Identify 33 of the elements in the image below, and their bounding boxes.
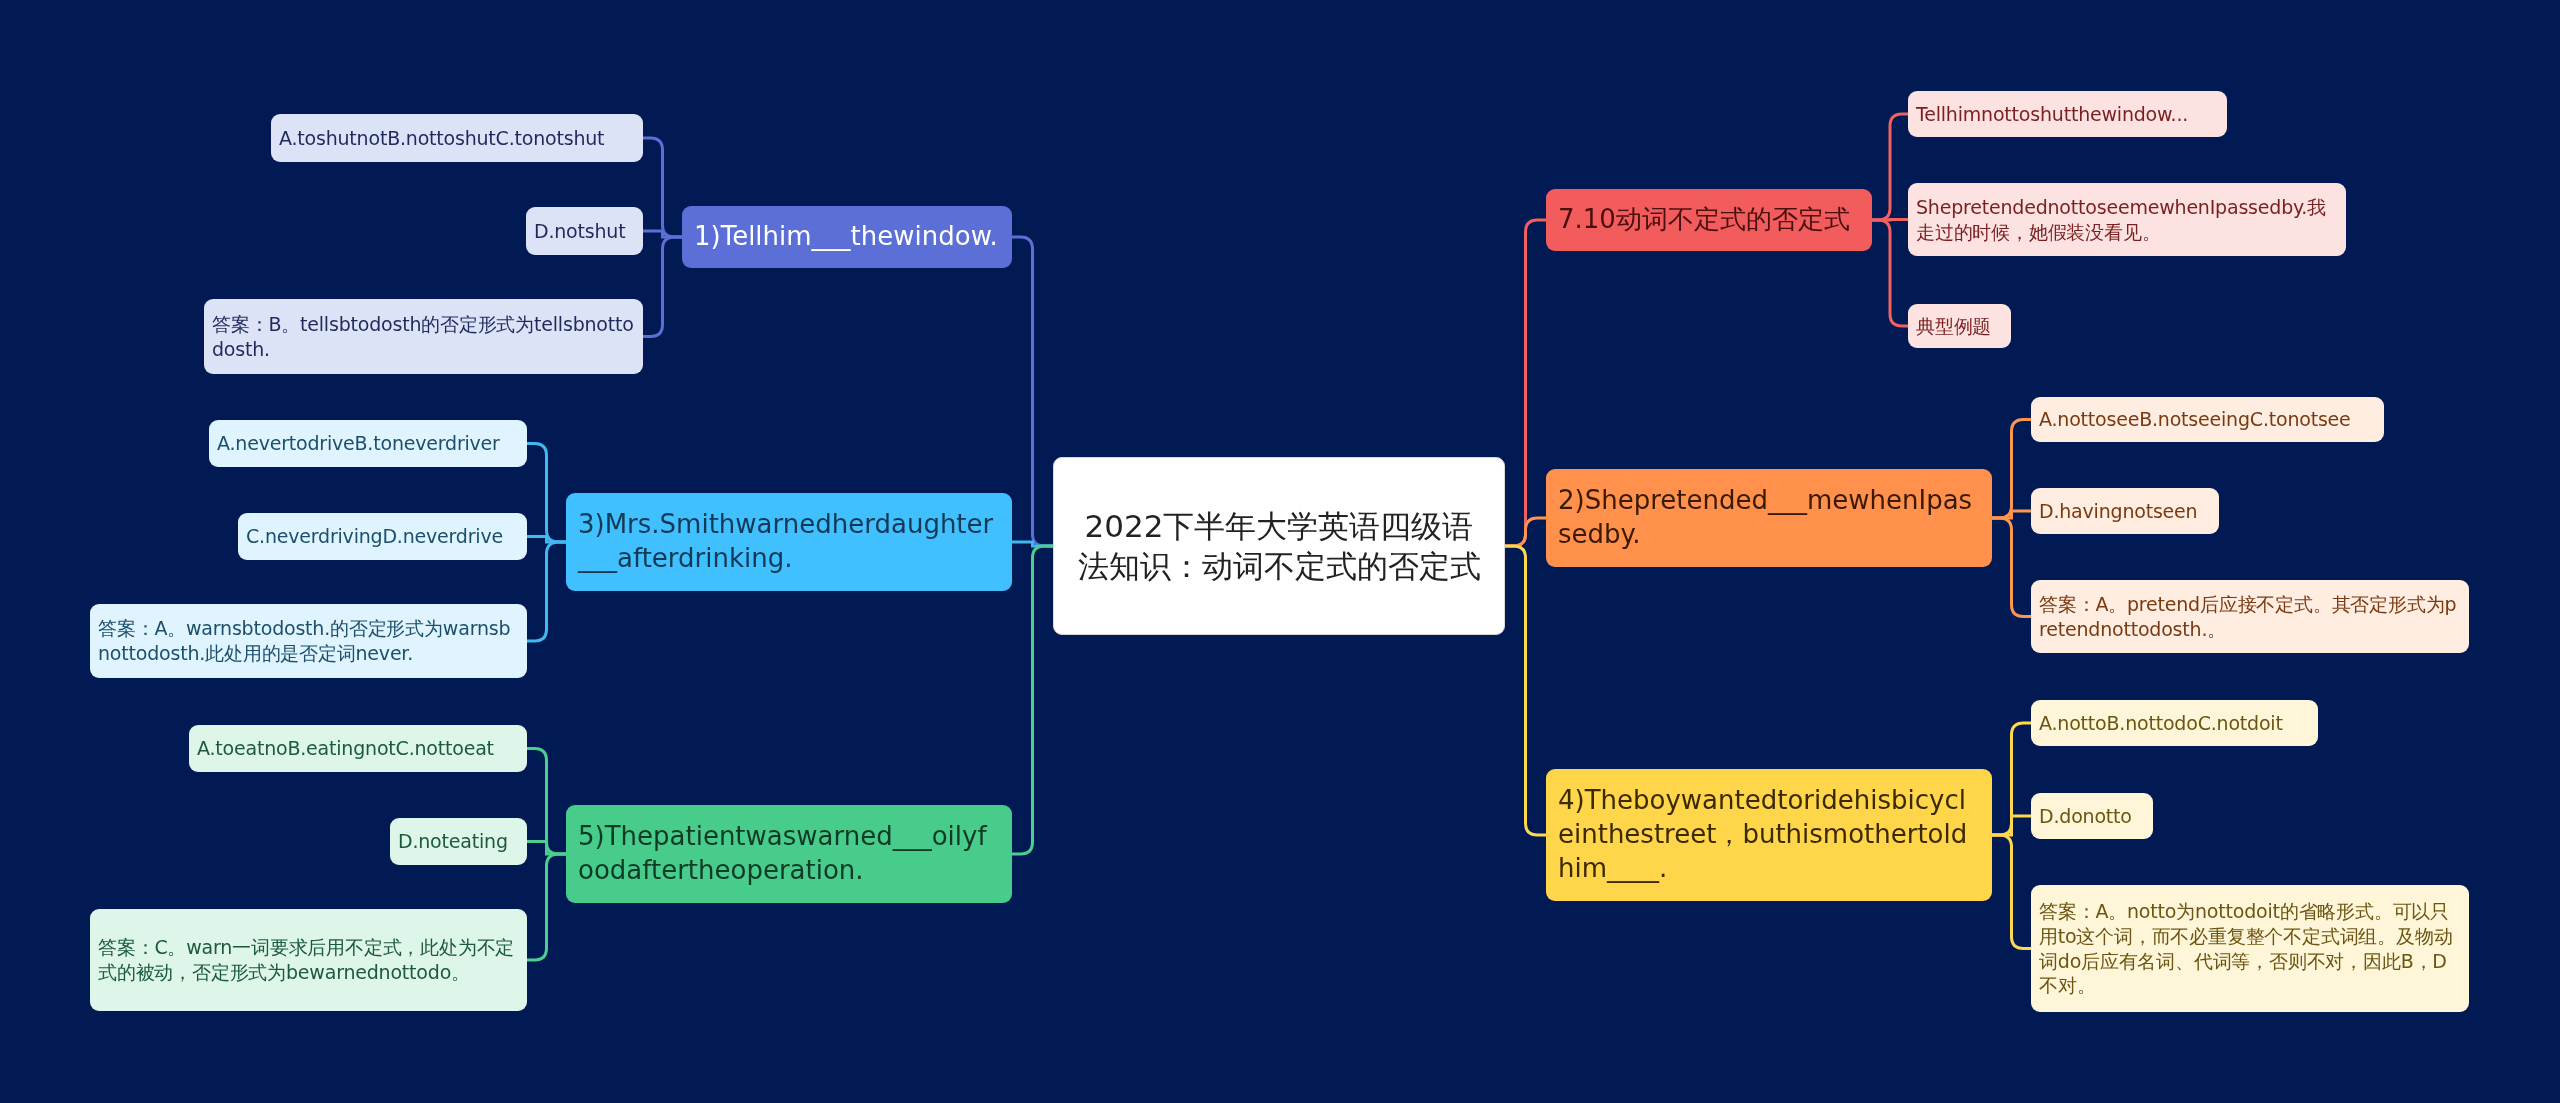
subtopic-box: D.noteating bbox=[390, 818, 527, 865]
connector-line bbox=[527, 540, 566, 643]
connector-line bbox=[1992, 516, 2031, 618]
subtopic-box: 答案：C。warn一词要求后用不定式，此处为不定式的被动，否定形式为bewarnednottodo。 bbox=[90, 909, 527, 1011]
subtopic-box: A.toeatnoB.eatingnotC.nottoeat bbox=[189, 725, 527, 772]
subtopic-box: A.nottoseeB.notseeingC.tonotsee bbox=[2031, 397, 2384, 442]
subtopic-box: A.toshutnotB.nottoshutC.tonotshut bbox=[271, 114, 643, 162]
central-topic-box: 2022下半年大学英语四级语法知识：动词不定式的否定式 bbox=[1053, 457, 1505, 635]
subtopic-box: D.havingnotseen bbox=[2031, 488, 2219, 534]
subtopic-box: A.nottoB.nottodoC.notdoit bbox=[2031, 700, 2318, 746]
subtopic-box: 答案：B。tellsbtodosth的否定形式为tellsbnottodosth. bbox=[204, 299, 643, 374]
connector-line bbox=[527, 852, 566, 962]
branch-topic-box: 2)Shepretended___mewhenIpassedby. bbox=[1546, 469, 1992, 567]
subtopic-box: C.neverdrivingD.neverdrive bbox=[238, 513, 527, 560]
branch-topic-box: 1)Tellhim___thewindow. bbox=[682, 206, 1012, 268]
subtopic-box: 典型例题 bbox=[1908, 304, 2011, 348]
subtopic-box: Tellhimnottoshutthewindow... bbox=[1908, 91, 2227, 137]
branch-topic-box: 5)Thepatientwaswarned___oilyfoodaftertheoperation. bbox=[566, 805, 1012, 903]
branch-topic-box: 3)Mrs.Smithwarnedherdaughter___afterdrinking. bbox=[566, 493, 1012, 591]
subtopic-box: 答案：A。warnsbtodosth.的否定形式为warnsbnottodosth.此处用的是否定词never. bbox=[90, 604, 527, 678]
subtopic-box: D.donotto bbox=[2031, 793, 2153, 839]
subtopic-box: A.nevertodriveB.toneverdriver bbox=[209, 420, 527, 467]
connector-line bbox=[1012, 544, 1053, 856]
subtopic-box: ShepretendednottoseemewhenIpassedby.我走过的时候，她假装没看见。 bbox=[1908, 183, 2346, 256]
subtopic-box: D.notshut bbox=[526, 207, 643, 255]
connector-line bbox=[643, 235, 682, 338]
connector-line bbox=[1872, 218, 1908, 328]
subtopic-box: 答案：A。pretend后应接不定式。其否定形式为pretendnottodosth.。 bbox=[2031, 580, 2469, 653]
subtopic-box: 答案：A。notto为nottodoit的省略形式。可以只用to这个词，而不必重复整个不定式词组。及物动词do后应有名词、代词等，否则不对，因此B，D不对。 bbox=[2031, 885, 2469, 1012]
connector-line bbox=[1505, 544, 1546, 837]
branch-topic-box: 7.10动词不定式的否定式 bbox=[1546, 189, 1872, 251]
branch-topic-box: 4)Theboywantedtoridehisbicycleinthestreet，buthismothertoldhim____. bbox=[1546, 769, 1992, 901]
connector-line bbox=[1992, 833, 2031, 950]
